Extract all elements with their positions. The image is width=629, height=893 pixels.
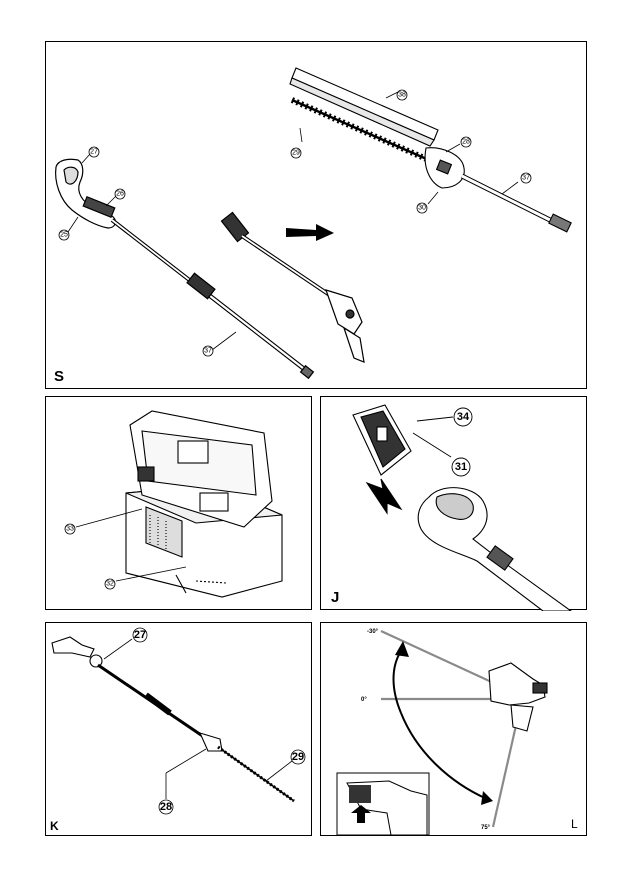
panel-label-l: L xyxy=(571,817,578,831)
assembly-illustration: 27 26 25 37 xyxy=(55,67,572,380)
callout-38: 38 xyxy=(398,92,406,99)
callout-26: 26 xyxy=(116,191,124,198)
operating-position-illustration: 27 28 29 xyxy=(51,627,306,815)
angle-label-75: 75° xyxy=(481,825,491,831)
angle-adjust-illustration: -30° 0° 75° xyxy=(336,629,548,836)
panel-charger: 33 32 xyxy=(45,396,312,610)
panel-j: 34 31 J xyxy=(320,396,587,611)
callout-37-left: 37 xyxy=(204,348,212,355)
callout-31: 31 xyxy=(455,461,467,473)
callout-37-right: 37 xyxy=(522,175,530,182)
callout-25: 25 xyxy=(60,232,68,239)
callout-33: 33 xyxy=(66,526,74,533)
callout-30: 30 xyxy=(418,205,426,212)
callout-32: 32 xyxy=(106,581,114,588)
panel-l: -30° 0° 75° L xyxy=(320,622,587,836)
callout-29: 29 xyxy=(292,751,304,763)
callout-27: 27 xyxy=(90,149,98,156)
angle-label-minus-30: -30° xyxy=(367,629,379,635)
arrow-up-icon xyxy=(351,805,371,823)
callout-28: 28 xyxy=(462,139,470,146)
angle-label-0: 0° xyxy=(361,697,367,703)
charger-illustration: 33 32 xyxy=(64,410,283,598)
panel-label-s: S xyxy=(54,368,65,385)
panel-k: 27 28 29 K xyxy=(45,622,312,836)
callout-27: 27 xyxy=(134,629,146,641)
panel-label-k: K xyxy=(50,819,59,833)
battery-insert-illustration: 34 31 xyxy=(352,404,572,611)
callout-34: 34 xyxy=(457,411,470,423)
callout-29: 29 xyxy=(292,150,300,157)
arrow-right-icon xyxy=(286,224,334,241)
panel-label-j: J xyxy=(331,589,340,606)
panel-s: 27 26 25 37 xyxy=(45,41,587,389)
callout-28: 28 xyxy=(160,801,172,813)
